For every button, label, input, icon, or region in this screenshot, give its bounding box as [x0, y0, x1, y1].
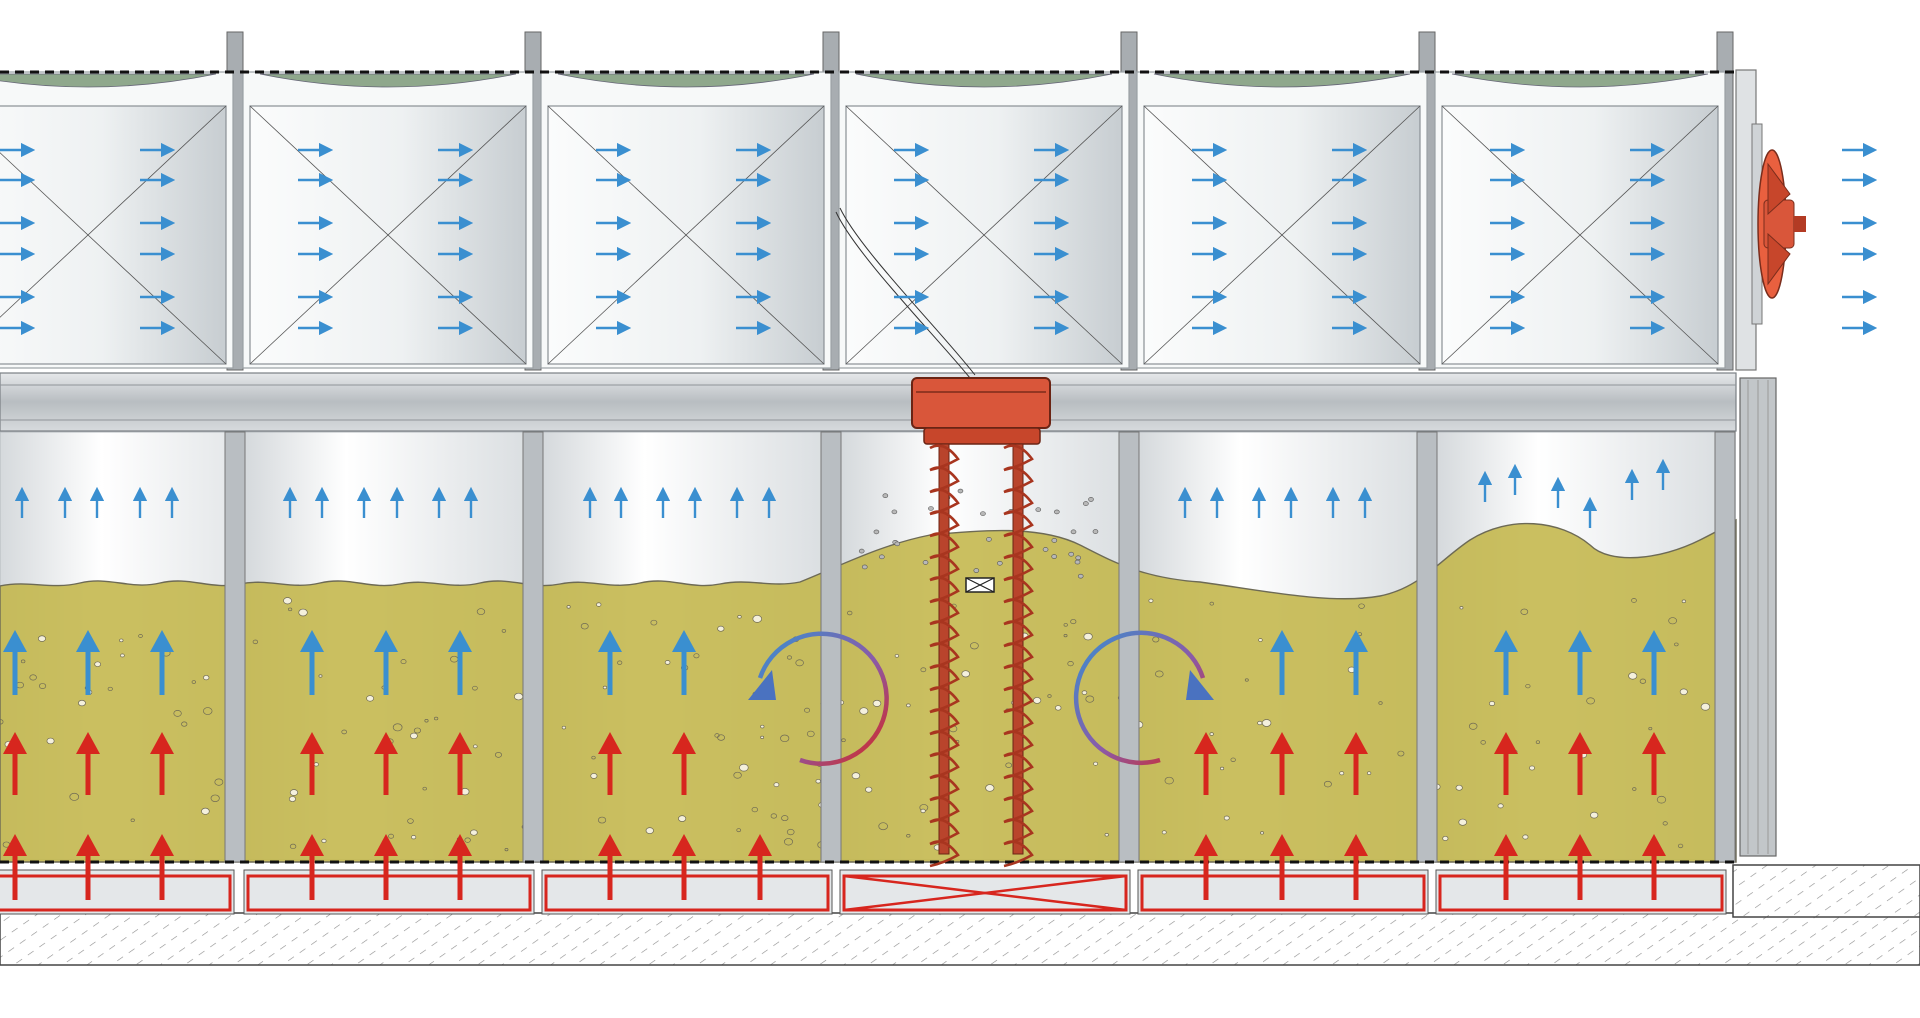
- top-cover: [0, 70, 1736, 864]
- grain-bin-section: [0, 430, 1737, 863]
- upper-air-modules: [0, 71, 1726, 369]
- column: [1416, 431, 1438, 863]
- upper-module: [242, 71, 534, 369]
- column: [224, 431, 246, 863]
- floor-air-ducts: [0, 869, 1727, 915]
- fan-icon: [1751, 123, 1806, 325]
- auger-shaft: [1012, 443, 1024, 855]
- floor-duct: [243, 869, 535, 915]
- upper-module: [0, 71, 234, 369]
- floor-duct: [839, 869, 1131, 915]
- air-flow-arrows-vertical: [3, 458, 1671, 695]
- column: [1714, 431, 1736, 863]
- auger-shaft: [938, 443, 950, 855]
- column: [820, 431, 842, 863]
- ground-foundation: [0, 864, 1920, 966]
- floor-duct: [0, 869, 235, 915]
- grain-mass: [0, 518, 1737, 863]
- hot-air-arrows: [3, 732, 1666, 900]
- upper-module: [838, 71, 1130, 369]
- upper-module: [1434, 71, 1726, 369]
- auger-stirrer-icon: [835, 207, 1051, 868]
- middle-beam: [0, 372, 1737, 432]
- auger-flight: [1003, 444, 1034, 868]
- auger-flight: [929, 444, 960, 868]
- column: [1118, 431, 1140, 863]
- grain-particles: [0, 488, 1711, 852]
- support-columns: [224, 31, 1736, 863]
- upper-module: [540, 71, 832, 369]
- column: [522, 431, 544, 863]
- floor-duct: [541, 869, 833, 915]
- air-flow-arrows-horizontal: [0, 142, 1878, 336]
- rotation-arrow-icon: [748, 630, 1214, 766]
- upper-module: [1136, 71, 1428, 369]
- end-wall: [1735, 69, 1777, 857]
